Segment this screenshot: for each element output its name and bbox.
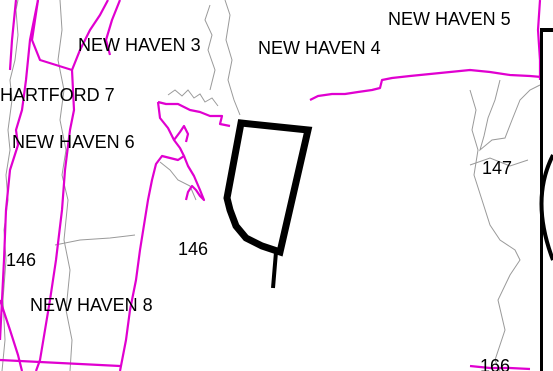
map-frame-right-inner bbox=[543, 32, 553, 371]
town-boundary-line bbox=[469, 157, 529, 167]
town-boundary-line bbox=[479, 79, 541, 152]
number-labels: 147 146 146 166 bbox=[6, 158, 512, 371]
number-label-146-center: 146 bbox=[178, 239, 208, 259]
district-labels: NEW HAVEN 5 NEW HAVEN 3 NEW HAVEN 4 HART… bbox=[0, 9, 511, 315]
district-label-new-haven-4: NEW HAVEN 4 bbox=[258, 38, 381, 58]
town-boundary-line bbox=[167, 89, 219, 107]
district-boundary-line bbox=[469, 364, 531, 371]
district-boundary-line bbox=[536, 0, 542, 80]
district-boundary-line bbox=[157, 100, 231, 128]
district-boundary-line bbox=[173, 124, 190, 143]
district-label-new-haven-5: NEW HAVEN 5 bbox=[388, 9, 511, 29]
district-boundary-line bbox=[70, 0, 109, 71]
district-boundary-line bbox=[104, 0, 122, 56]
district-label-hartford-7: HARTFORD 7 bbox=[0, 85, 115, 105]
town-boundary-line bbox=[54, 234, 136, 246]
district-boundary-line bbox=[118, 101, 186, 371]
town-boundary-line bbox=[469, 89, 521, 371]
town-boundary-line bbox=[57, 0, 73, 371]
town-boundary-line bbox=[204, 4, 216, 91]
highlighted-parcel bbox=[223, 119, 313, 289]
district-label-new-haven-8: NEW HAVEN 8 bbox=[30, 295, 153, 315]
district-boundary-line bbox=[309, 68, 553, 101]
town-boundaries bbox=[1, 0, 541, 371]
number-label-147: 147 bbox=[482, 158, 512, 178]
number-label-146-left: 146 bbox=[6, 250, 36, 270]
district-boundary-line bbox=[0, 358, 121, 368]
highlighted-parcel-spur bbox=[271, 251, 278, 289]
map-frame bbox=[539, 28, 553, 371]
district-label-new-haven-6: NEW HAVEN 6 bbox=[12, 132, 135, 152]
district-boundary-line bbox=[8, 0, 18, 71]
highlighted-parcel-outline bbox=[223, 119, 313, 257]
district-boundary-line bbox=[0, 299, 24, 371]
number-label-166: 166 bbox=[480, 356, 510, 371]
map-frame-arc bbox=[539, 154, 553, 261]
town-boundary-line bbox=[1, 0, 19, 371]
district-boundary-line bbox=[0, 0, 40, 341]
district-boundary-line bbox=[30, 0, 76, 371]
district-boundary-line bbox=[182, 155, 206, 202]
town-boundary-line bbox=[224, 0, 241, 116]
town-boundary-line bbox=[159, 161, 197, 201]
district-label-new-haven-3: NEW HAVEN 3 bbox=[78, 35, 201, 55]
